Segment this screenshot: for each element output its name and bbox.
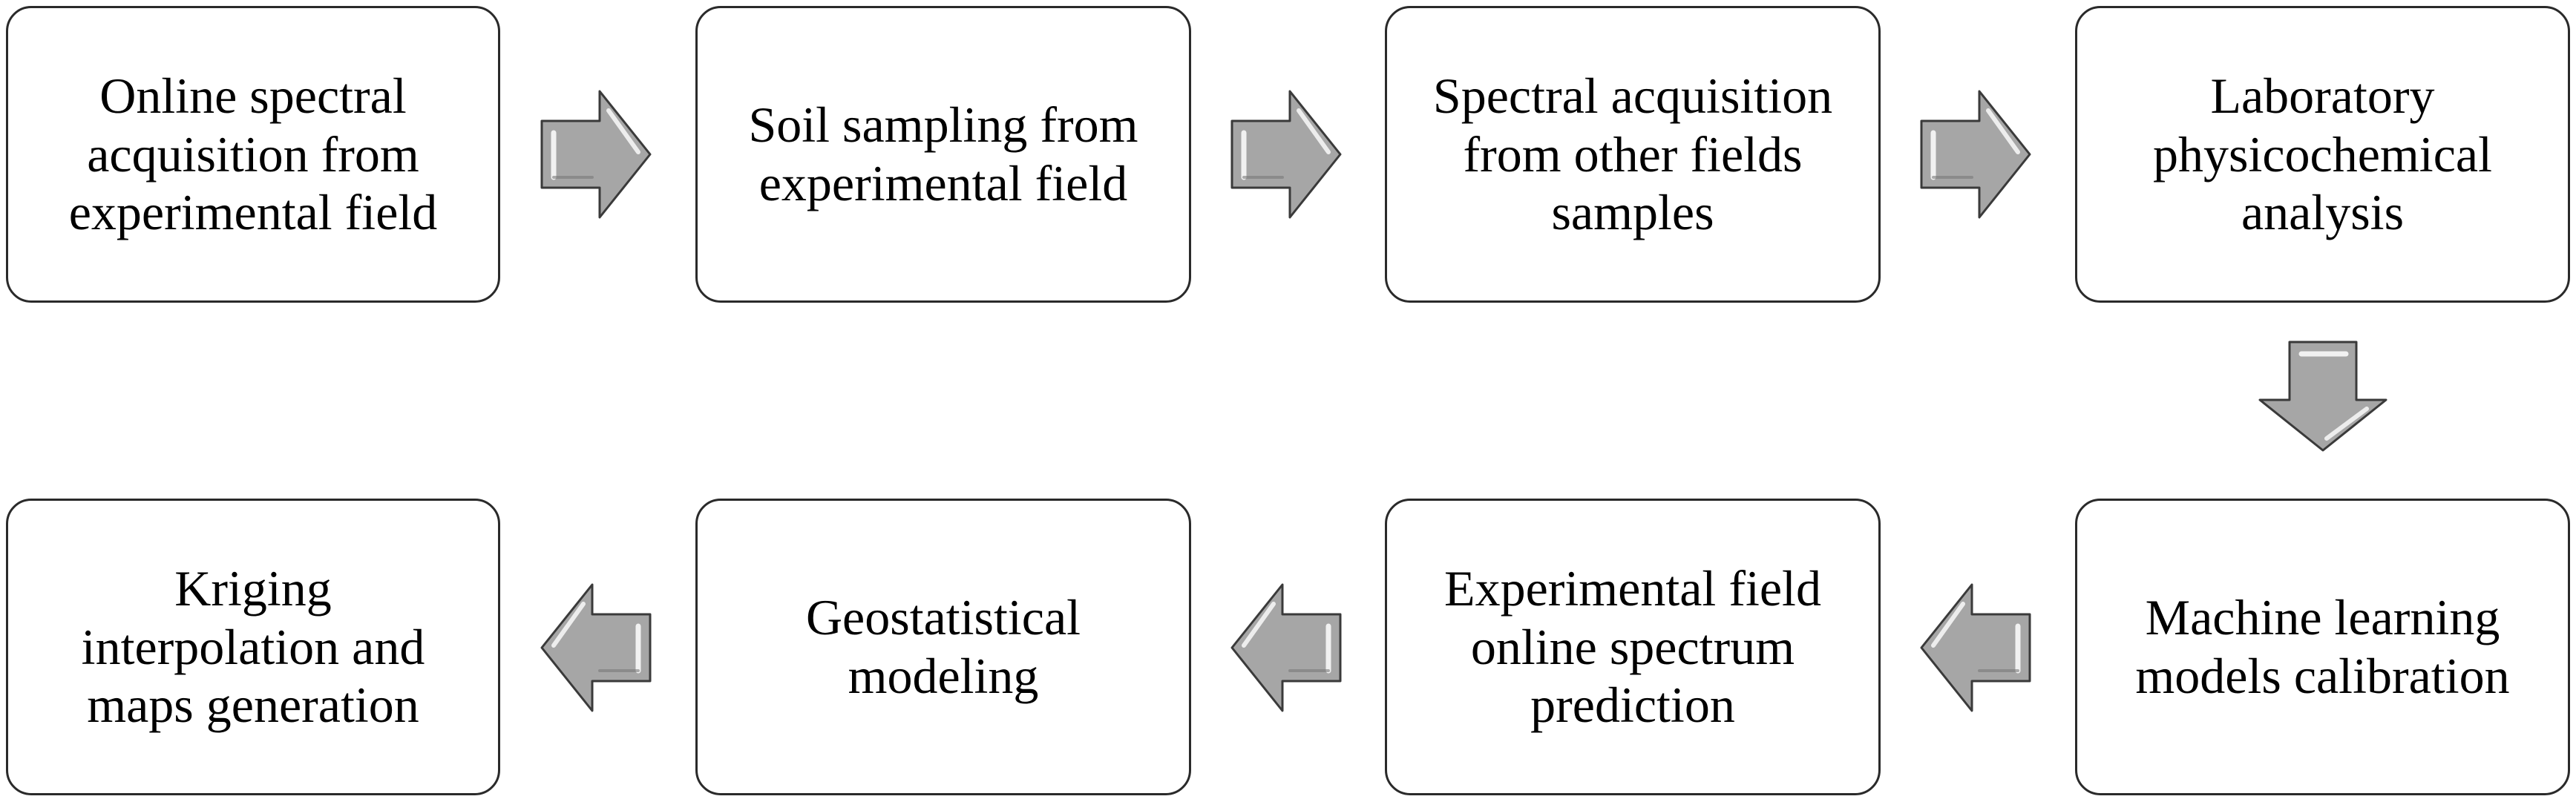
right-arrow-icon [540,90,652,219]
left-arrow-icon [1230,583,1342,712]
down-arrow-icon [2258,341,2387,452]
step-box-laboratory-analysis: Laboratory physicochemical analysis [2075,6,2570,303]
right-arrow-icon [1230,90,1342,219]
step-box-kriging-interpolation: Kriging interpolation and maps generatio… [6,499,500,795]
step-box-spectrum-prediction: Experimental field online spectrum predi… [1385,499,1881,795]
step-box-geostatistical-modeling: Geostatistical modeling [695,499,1191,795]
left-arrow-icon [540,583,652,712]
step-box-online-spectral-acquisition: Online spectral acquisition from experim… [6,6,500,303]
left-arrow-icon [1920,583,2031,712]
step-box-spectral-acquisition-other-fields: Spectral acquisition from other fields s… [1385,6,1881,303]
step-box-soil-sampling: Soil sampling from experimental field [695,6,1191,303]
right-arrow-icon [1920,90,2031,219]
step-box-ml-calibration: Machine learning models calibration [2075,499,2570,795]
